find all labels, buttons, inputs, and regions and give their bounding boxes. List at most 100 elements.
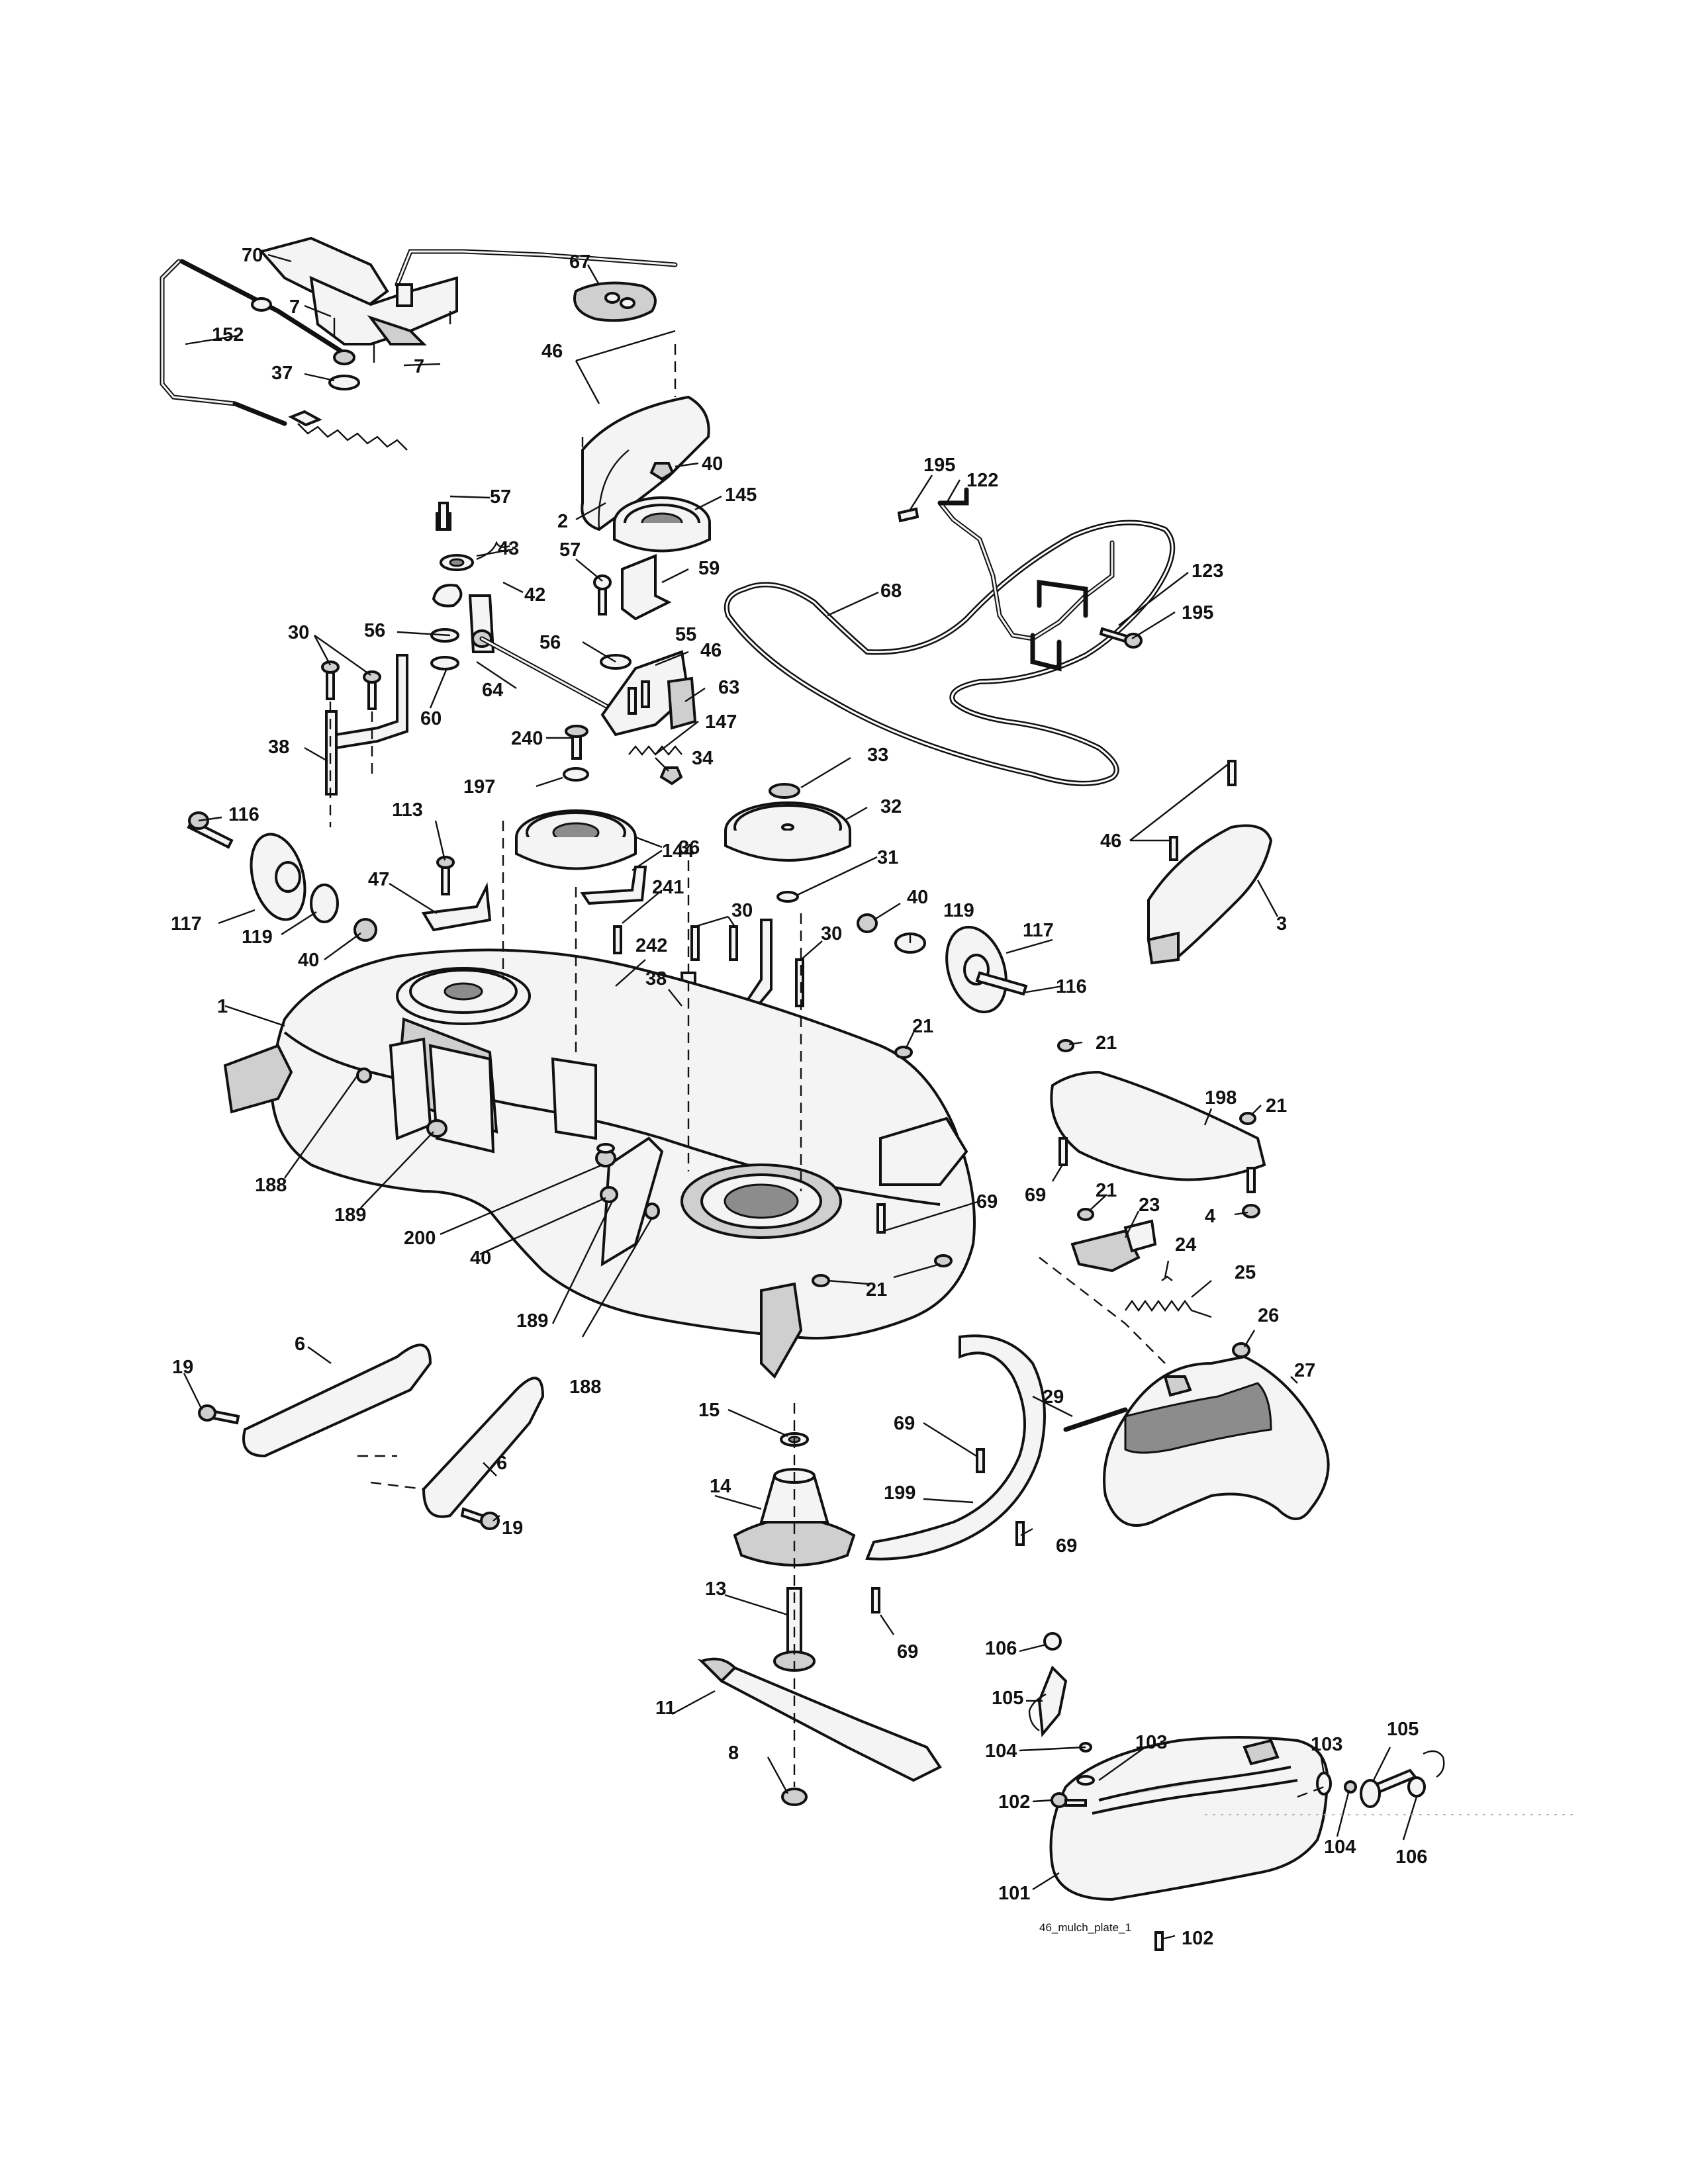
callout-69: 69: [897, 1641, 918, 1662]
callout-56: 56: [539, 632, 561, 653]
callout-188: 188: [255, 1175, 287, 1196]
callout-19: 19: [172, 1357, 193, 1378]
callout-103: 103: [1311, 1734, 1342, 1755]
callout-105: 105: [1387, 1719, 1419, 1740]
callout-102: 102: [1182, 1928, 1213, 1949]
belt-guard-right-3: [1147, 760, 1273, 965]
callout-123: 123: [1192, 561, 1223, 582]
callout-numbers: 70 67 7 7 152 37 46 40 2 145 57 43 42 57…: [171, 245, 1427, 1949]
callout-103: 103: [1135, 1732, 1167, 1753]
callout-23: 23: [1139, 1195, 1160, 1216]
callout-195: 195: [923, 455, 955, 476]
callout-104: 104: [1324, 1837, 1356, 1858]
callout-43: 43: [498, 538, 519, 559]
callout-24: 24: [1175, 1234, 1196, 1255]
bolt-195a: [897, 507, 919, 523]
callout-40: 40: [907, 887, 928, 908]
callout-104: 104: [985, 1741, 1017, 1762]
callout-26: 26: [1258, 1305, 1279, 1326]
callout-1: 1: [217, 996, 228, 1017]
callout-119: 119: [943, 900, 974, 921]
callout-21: 21: [1096, 1032, 1117, 1054]
callout-32: 32: [880, 796, 902, 817]
callout-63: 63: [718, 677, 739, 698]
callout-68: 68: [880, 580, 902, 602]
callout-69: 69: [1025, 1185, 1046, 1206]
callout-199: 199: [884, 1482, 915, 1504]
callout-21: 21: [866, 1279, 887, 1300]
callout-40: 40: [298, 950, 319, 971]
callout-144: 144: [662, 841, 694, 862]
callout-117: 117: [171, 913, 202, 934]
blade-nut-8: [781, 1788, 808, 1806]
belt-guide-rod-122: [937, 487, 1115, 672]
callout-42: 42: [524, 584, 545, 606]
callout-19: 19: [502, 1518, 523, 1539]
belt-guard-left: [581, 395, 710, 531]
mulch-plate-101: [1049, 1736, 1329, 1901]
callout-30: 30: [731, 900, 753, 921]
callout-56: 56: [364, 620, 385, 641]
callout-13: 13: [705, 1578, 726, 1600]
idler-pulley-145: [613, 462, 711, 553]
callout-145: 145: [725, 484, 757, 506]
gauge-wheel-left: [187, 811, 377, 942]
deck-drive-belt-68: [724, 520, 1176, 786]
callout-38: 38: [268, 737, 289, 758]
bracket-47: [421, 856, 492, 932]
callout-34: 34: [692, 748, 713, 769]
callout-116: 116: [228, 804, 259, 825]
callout-69: 69: [1056, 1535, 1077, 1557]
callout-117: 117: [1023, 920, 1054, 941]
bracket-59: [621, 554, 672, 621]
callout-113: 113: [392, 799, 423, 821]
callout-122: 122: [966, 470, 998, 491]
callout-47: 47: [368, 869, 389, 890]
callout-7: 7: [289, 296, 300, 318]
callout-119: 119: [242, 927, 273, 948]
callout-101: 101: [998, 1883, 1030, 1904]
callout-189: 189: [334, 1205, 366, 1226]
callout-197: 197: [463, 776, 495, 797]
callout-25: 25: [1235, 1262, 1256, 1283]
callout-195: 195: [1182, 602, 1213, 623]
callout-241: 241: [652, 877, 684, 898]
callout-27: 27: [1294, 1360, 1315, 1381]
callout-46: 46: [1100, 831, 1121, 852]
discharge-bracket-23: [1070, 1208, 1250, 1358]
callout-31: 31: [877, 847, 898, 868]
blade-11: [697, 1657, 942, 1782]
baffle-199: [865, 1334, 1046, 1614]
callout-33: 33: [867, 745, 888, 766]
callout-67: 67: [569, 251, 590, 273]
baffle-198: [1050, 1039, 1266, 1218]
idler-arm-assembly: [430, 502, 697, 786]
deck-hanger-left: [321, 654, 408, 827]
callout-2: 2: [557, 511, 568, 532]
callout-242: 242: [635, 935, 667, 956]
callout-6: 6: [295, 1334, 305, 1355]
mower-deck-1: [223, 948, 976, 1379]
callout-240: 240: [511, 728, 543, 749]
callout-36: 36: [679, 837, 700, 858]
callout-38: 38: [645, 968, 667, 989]
callout-40: 40: [470, 1248, 491, 1269]
callout-46: 46: [541, 341, 563, 362]
callout-leaders: [183, 253, 1418, 1940]
callout-198: 198: [1205, 1087, 1237, 1109]
callout-3: 3: [1276, 913, 1287, 934]
pulley-36: [515, 809, 637, 870]
callout-37: 37: [271, 363, 293, 384]
callout-15: 15: [698, 1400, 720, 1421]
deck-lift-handle-assembly: [160, 236, 678, 451]
front-hanger-upper-6: [198, 1343, 432, 1458]
callout-30: 30: [288, 622, 309, 643]
plate-label: 46_mulch_plate_1: [1039, 1921, 1131, 1934]
deck-height-knob: [573, 281, 657, 322]
callout-30: 30: [821, 923, 842, 944]
callout-21: 21: [912, 1016, 933, 1037]
bolt-241: [613, 925, 622, 954]
callout-200: 200: [404, 1228, 436, 1249]
callout-11: 11: [655, 1698, 676, 1719]
